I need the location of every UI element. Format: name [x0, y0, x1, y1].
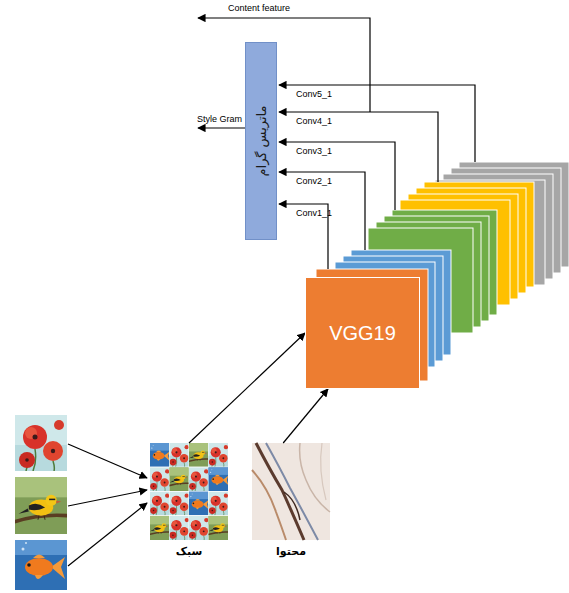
- flow-arrow: [283, 389, 328, 443]
- layer-label: Conv5_1: [296, 89, 332, 100]
- layer-label: Conv1_1: [296, 208, 332, 219]
- node-text: VGG19: [329, 322, 396, 345]
- output-label: Style Gram: [197, 114, 242, 125]
- style-image: سبک: [150, 443, 228, 558]
- network-box: VGG19: [305, 277, 420, 389]
- node-text: محتوا: [276, 545, 306, 558]
- gram-matrix-box: ماتریس گرام: [245, 42, 277, 240]
- output-label: Content feature: [228, 3, 290, 14]
- node-text: ماتریس گرام: [254, 105, 269, 176]
- node-text: سبک: [176, 545, 203, 558]
- layer-label: Conv3_1: [296, 146, 332, 157]
- flow-arrow: [189, 333, 305, 443]
- content-image: محتوا: [252, 443, 330, 558]
- layer-label: Conv2_1: [296, 176, 332, 187]
- layer-label: Conv4_1: [296, 116, 332, 127]
